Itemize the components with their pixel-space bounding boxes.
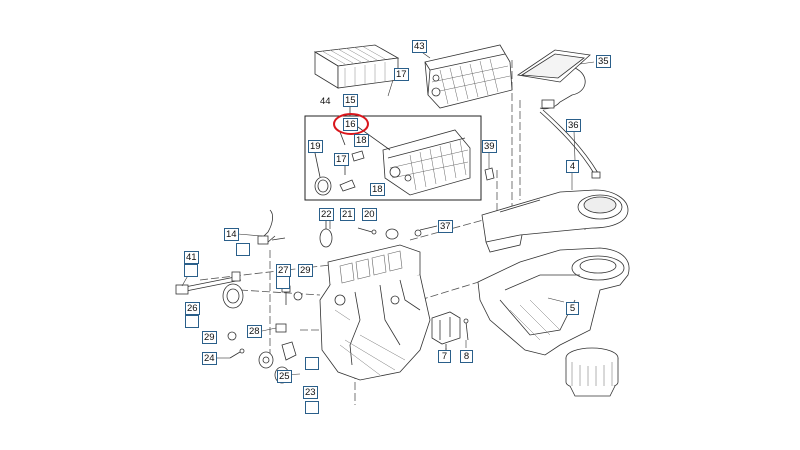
highlight-ring (333, 113, 369, 135)
sub-assembly-frame (304, 115, 482, 201)
callout-18-lower[interactable]: 18 (370, 183, 385, 196)
actuator-gear-19 (314, 152, 332, 196)
callout-43[interactable]: 43 (412, 40, 427, 53)
clip-37 (414, 225, 438, 237)
callout-21[interactable]: 21 (340, 208, 355, 221)
clip-18 (339, 150, 365, 192)
bracket-28 (275, 323, 287, 333)
clip-20 (385, 228, 399, 240)
callout-22[interactable]: 22 (319, 208, 334, 221)
callout-15[interactable]: 15 (343, 94, 358, 107)
heater-core-upper (424, 44, 513, 109)
callout-7[interactable]: 7 (438, 350, 451, 363)
screw-8 (463, 318, 469, 341)
callout-label-44: 44 (320, 96, 331, 107)
gear-29 (227, 291, 303, 341)
callout-25[interactable]: 25 (277, 370, 292, 383)
callout-5[interactable]: 5 (566, 302, 579, 315)
callout-24[interactable]: 24 (202, 352, 217, 365)
callout-26[interactable]: 26 (185, 302, 200, 315)
callout-8[interactable]: 8 (460, 350, 473, 363)
heater-housing (319, 244, 431, 381)
callout-39[interactable]: 39 (482, 140, 497, 153)
callout-19[interactable]: 19 (308, 140, 323, 153)
clip-39 (484, 167, 495, 181)
callout-36[interactable]: 36 (566, 119, 581, 132)
evaporator-sensor (516, 49, 591, 110)
bolt-24 (229, 348, 245, 359)
gear-26 (222, 283, 244, 309)
callout-37[interactable]: 37 (438, 220, 453, 233)
callout-18[interactable]: 18 (354, 134, 369, 147)
sensor-cable (539, 109, 601, 179)
callout-blank[interactable] (276, 276, 290, 289)
callout-blank[interactable] (305, 401, 319, 414)
callout-35[interactable]: 35 (596, 55, 611, 68)
callout-14[interactable]: 14 (224, 228, 239, 241)
blower-housing-lower (477, 247, 630, 356)
callout-17-inner[interactable]: 17 (334, 153, 349, 166)
callout-41[interactable]: 41 (184, 251, 199, 264)
callout-4[interactable]: 4 (566, 160, 579, 173)
cable-41 (175, 271, 242, 295)
callout-blank[interactable] (184, 264, 198, 277)
gear-22 (319, 221, 333, 248)
callout-28[interactable]: 28 (247, 325, 262, 338)
blower-motor (565, 347, 619, 397)
callout-23[interactable]: 23 (303, 386, 318, 399)
actuator-lever-14 (257, 209, 286, 245)
callout-blank[interactable] (185, 315, 199, 328)
callout-20[interactable]: 20 (362, 208, 377, 221)
callout-blank[interactable] (305, 357, 319, 370)
blower-resistor (431, 311, 461, 352)
cabin-filter (313, 44, 400, 89)
callout-16[interactable]: 16 (343, 118, 358, 131)
callout-blank[interactable] (236, 243, 250, 256)
callout-29-lower[interactable]: 29 (202, 331, 217, 344)
heater-core-lower (382, 129, 471, 196)
screw-21 (357, 227, 377, 235)
callout-29[interactable]: 29 (298, 264, 313, 277)
blower-housing-upper (481, 189, 629, 253)
callout-17[interactable]: 17 (394, 68, 409, 81)
